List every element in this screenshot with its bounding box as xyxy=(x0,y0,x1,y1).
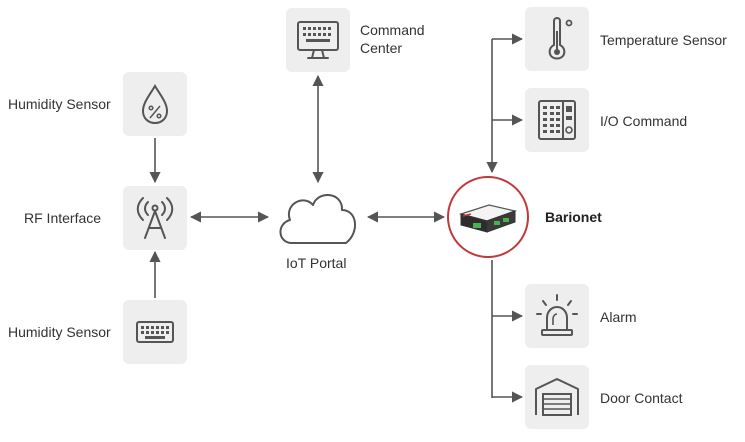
alarm-label: Alarm xyxy=(600,309,637,325)
water-drop-percent-icon xyxy=(141,84,169,125)
control-panel-icon xyxy=(538,100,576,140)
rf-interface-box[interactable] xyxy=(123,186,187,250)
garage-door-icon xyxy=(535,378,579,416)
temperature-sensor-box[interactable] xyxy=(525,7,589,71)
antenna-icon xyxy=(136,197,174,239)
humidity-sensor-top-box[interactable] xyxy=(123,72,187,136)
io-command-label: I/O Command xyxy=(600,113,688,129)
barionet-device-icon xyxy=(458,204,518,233)
command-center-label-line1: Command xyxy=(360,22,425,38)
command-center-label-line2: Center xyxy=(360,40,403,56)
door-contact-label: Door Contact xyxy=(600,390,683,406)
barionet-label: Barionet xyxy=(545,209,602,225)
humidity-sensor-bottom-box[interactable] xyxy=(123,300,187,364)
iot-portal-label: IoT Portal xyxy=(286,255,347,271)
command-center-box[interactable] xyxy=(286,8,350,72)
temperature-sensor-label: Temperature Sensor xyxy=(600,32,727,48)
humidity-sensor-top-label: Humidity Sensor xyxy=(8,96,111,112)
rf-interface-label: RF Interface xyxy=(24,210,102,226)
door-contact-box[interactable] xyxy=(525,365,589,429)
humidity-sensor-bottom-label: Humidity Sensor xyxy=(8,324,111,340)
barionet-hub[interactable] xyxy=(447,176,529,258)
thermometer-icon xyxy=(548,17,573,60)
cloud-icon xyxy=(279,194,356,244)
monitor-keyboard-icon xyxy=(297,21,339,59)
siren-icon xyxy=(536,294,578,336)
alarm-box[interactable] xyxy=(525,284,589,348)
keyboard-icon xyxy=(136,321,174,343)
io-command-box[interactable] xyxy=(525,88,589,152)
